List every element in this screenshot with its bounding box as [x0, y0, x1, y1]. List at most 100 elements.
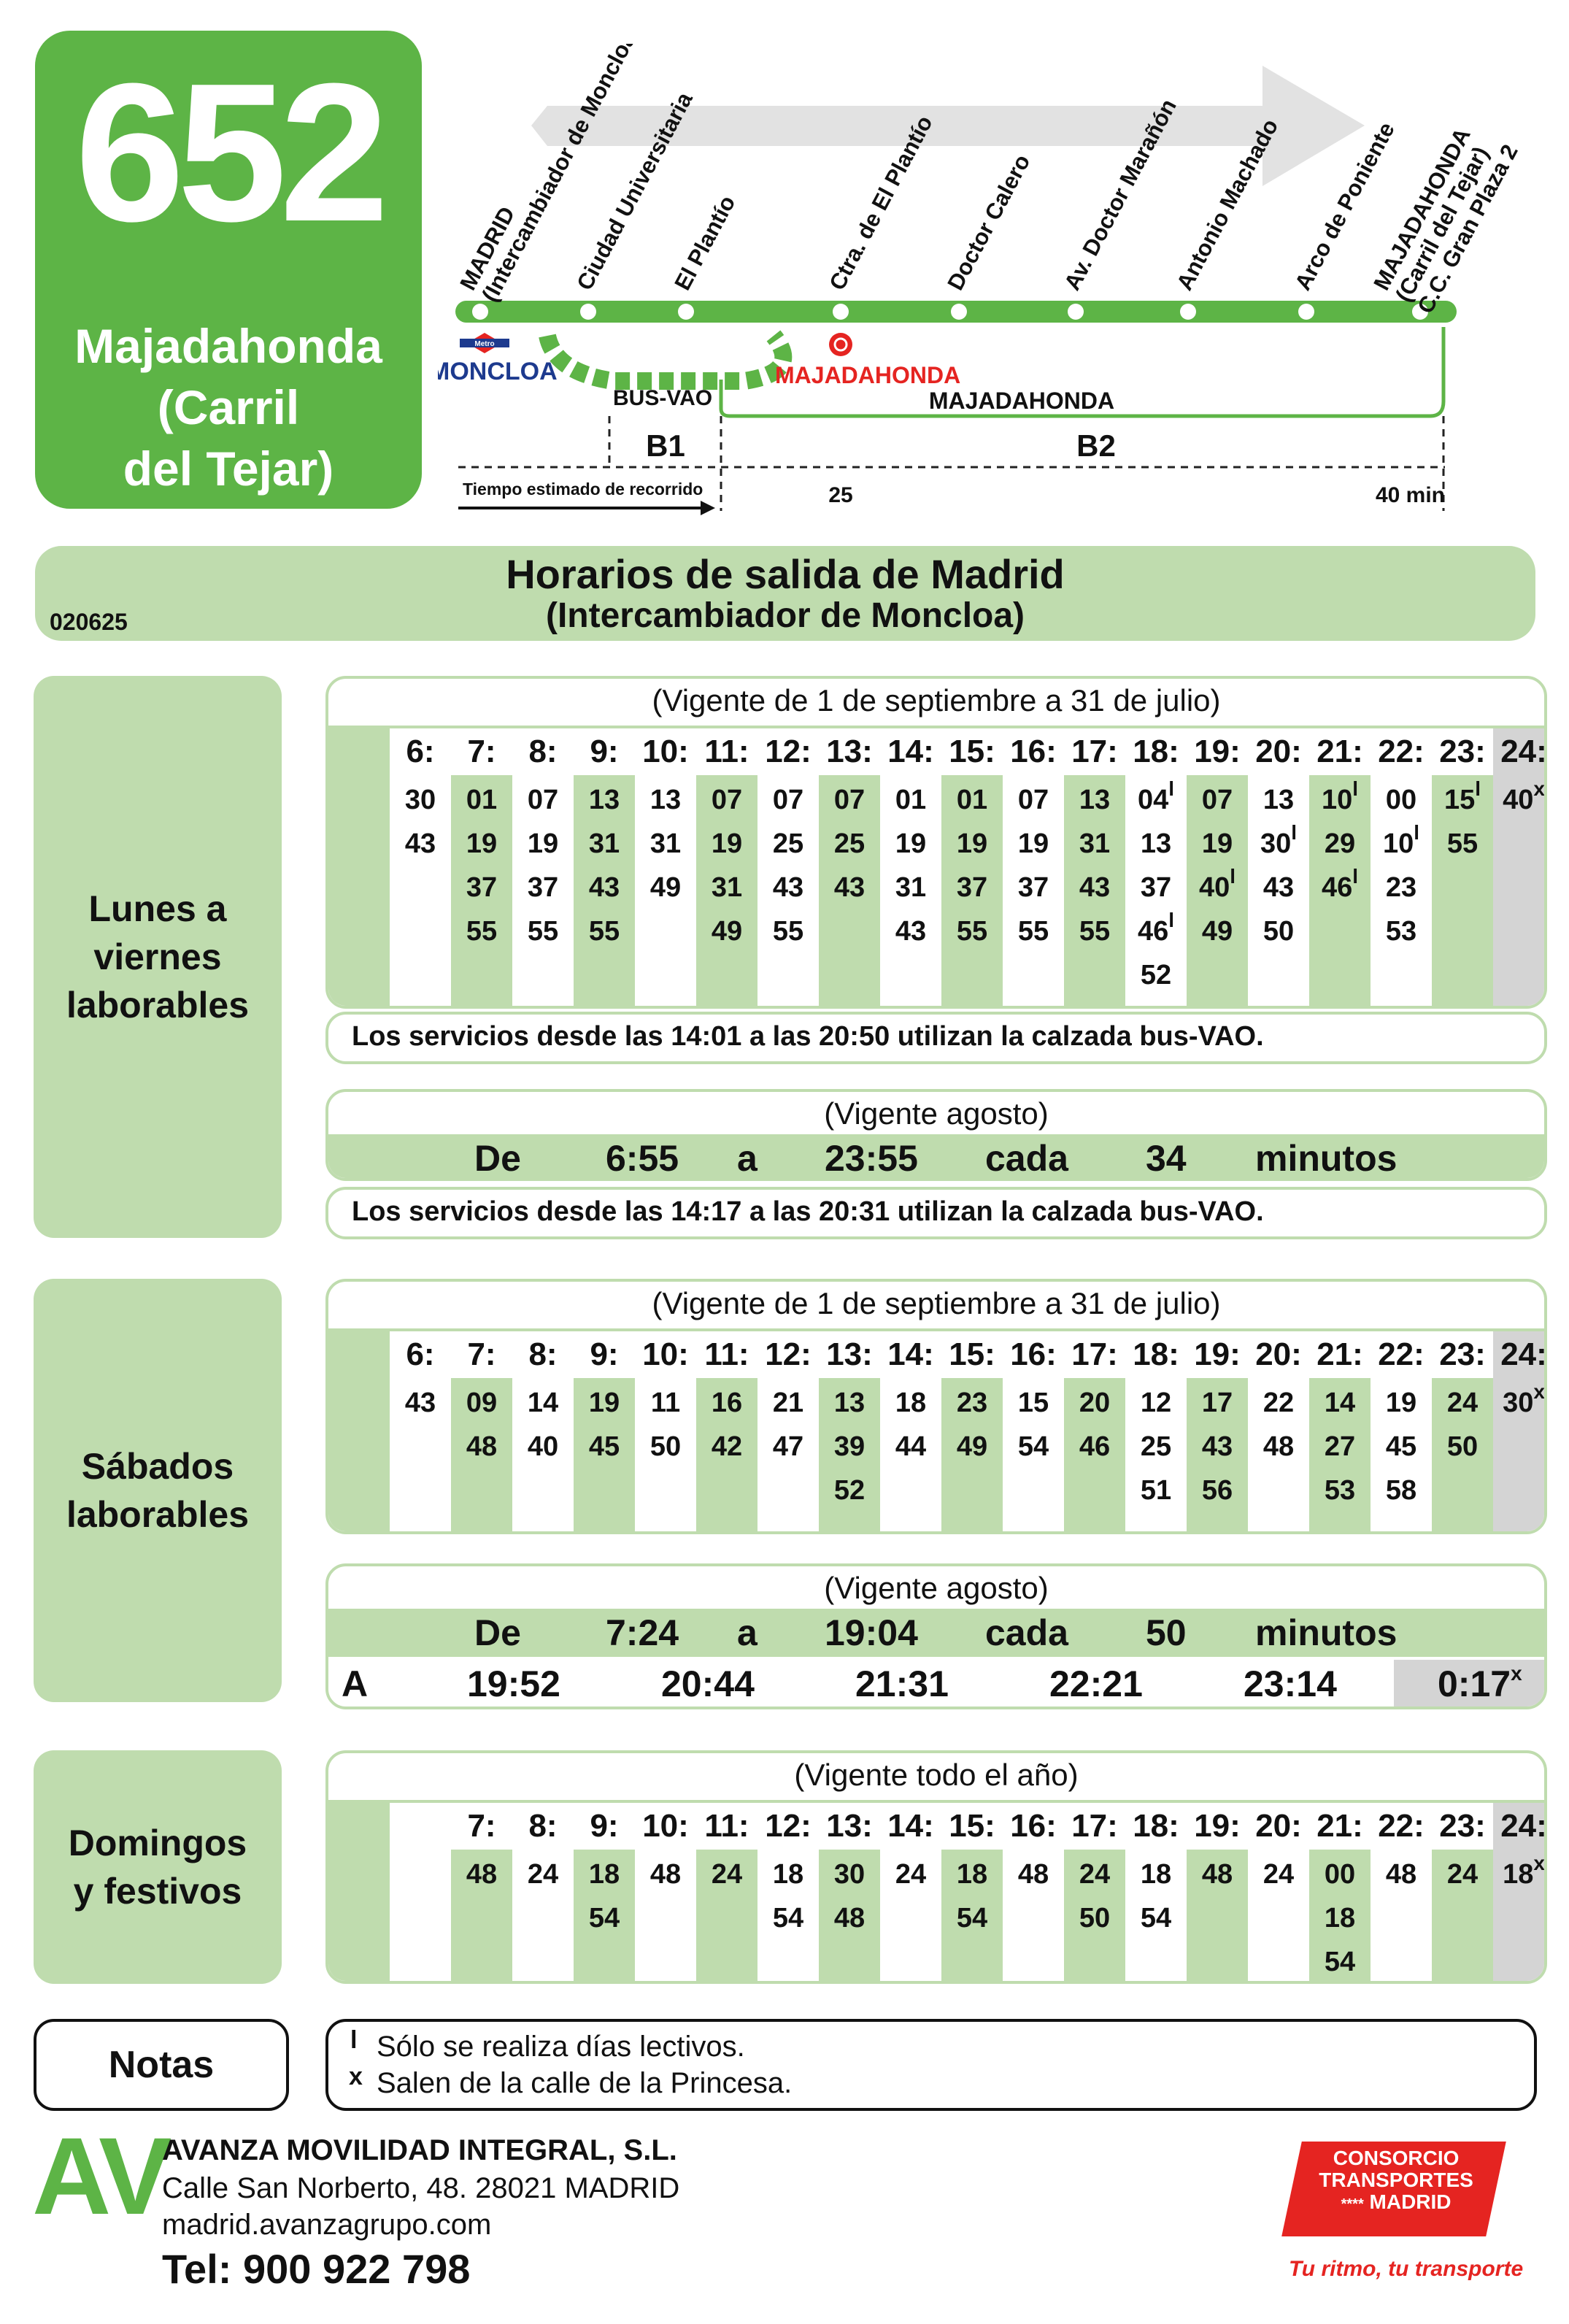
departure-minute: 42: [711, 1431, 743, 1462]
departure-minute: 07: [833, 785, 866, 815]
departure-minute: 49: [649, 872, 682, 903]
departure-minute: 04l: [1137, 777, 1175, 816]
weekday-august-frequency: De 6:55 a 23:55 cada 34 minutos: [328, 1134, 1544, 1178]
company-web[interactable]: madrid.avanzagrupo.com: [162, 2209, 492, 2241]
departure-minute: 54: [1324, 1947, 1356, 1977]
metro-icon: Metro: [460, 333, 509, 353]
sunday-hour-column: 19:48: [1187, 1803, 1248, 1981]
hour-label: 19:: [1187, 728, 1248, 775]
departure-minute: 24: [1446, 1859, 1479, 1890]
departure-minute: 19: [956, 828, 988, 859]
hour-label: 7:: [451, 728, 512, 775]
note-x-text: Salen de la calle de la Princesa.: [377, 2067, 793, 2099]
departure-minute: 19: [588, 1388, 620, 1418]
stop-dot: [833, 304, 849, 320]
sunday-hour-column: 22:48: [1371, 1803, 1432, 1981]
departure-minute: 18: [895, 1388, 927, 1418]
svg-text:Metro: Metro: [474, 340, 494, 348]
stop-dot: [580, 304, 596, 320]
departure-minute: 48: [1262, 1431, 1295, 1462]
departure-minute: 55: [1446, 828, 1479, 859]
departure-minute: 24: [1079, 1859, 1111, 1890]
hour-label: 24:: [1493, 1803, 1544, 1850]
hour-label: 7:: [451, 1331, 512, 1378]
departure-minute: 13: [1079, 785, 1111, 815]
hour-label: 17:: [1064, 1803, 1125, 1850]
hour-label: 12:: [757, 1803, 819, 1850]
stop-dots: [472, 304, 1428, 320]
departure-minute: 54: [1140, 1903, 1172, 1934]
departure-minute: 43: [1201, 1431, 1233, 1462]
departure-minute: 11: [650, 1388, 681, 1418]
departure-minute: 24: [711, 1859, 743, 1890]
departure-minute: 49: [1201, 916, 1233, 947]
departure-minute: 19: [1385, 1388, 1417, 1418]
departure-minute: 50: [649, 1431, 682, 1462]
hour-label: 11:: [696, 1803, 757, 1850]
hour-label: 17:: [1064, 1331, 1125, 1378]
stop-dot: [678, 304, 694, 320]
schedule-subtitle: (Intercambiador de Moncloa): [545, 596, 1025, 635]
schedule-title: Horarios de salida de Madrid: [506, 551, 1065, 597]
weekday-note: Los servicios desde las 14:01 a las 20:5…: [325, 1012, 1547, 1064]
hour-label: 15:: [941, 1331, 1003, 1378]
departure-minute: 40: [527, 1431, 559, 1462]
departure-minute: 50: [1262, 916, 1295, 947]
departure-minute: 46l: [1321, 865, 1359, 904]
departure-minute: 43: [588, 872, 620, 903]
departure-minute: 39: [833, 1431, 866, 1462]
saturday-validity: (Vigente de 1 de septiembre a 31 de juli…: [652, 1286, 1221, 1320]
company-phone[interactable]: Tel: 900 922 798: [162, 2246, 471, 2292]
departure-minute: 53: [1324, 1475, 1356, 1506]
departure-minute: 31: [588, 828, 620, 859]
stop-dot: [1298, 304, 1314, 320]
stop-dot: [1412, 304, 1428, 320]
departure-minute: 25: [1140, 1431, 1172, 1462]
departure-minute: 25: [772, 828, 804, 859]
departure-minute: 45: [1385, 1431, 1417, 1462]
time-end: 40 min: [1376, 483, 1445, 507]
departure-minute: 54: [772, 1903, 804, 1934]
departure-minute: 43: [404, 828, 436, 859]
departure-minute: 13: [649, 785, 682, 815]
busvao-path: [539, 330, 793, 390]
hour-label: 23:: [1432, 1803, 1493, 1850]
sunday-hour-column: 20:24: [1248, 1803, 1309, 1981]
departure-minute: 23: [1385, 872, 1417, 903]
departure-minute: 07: [1017, 785, 1049, 815]
departure-minute: 55: [772, 916, 804, 947]
direction-arrow: [531, 66, 1365, 186]
departure-minute: 07: [1201, 785, 1233, 815]
departure-minute: 18: [1140, 1859, 1172, 1890]
saturday-hour-column: 6:43: [390, 1331, 451, 1531]
departure-minute: 18: [956, 1859, 988, 1890]
departure-minute: 48: [1385, 1859, 1417, 1890]
departure-minute: 01: [956, 785, 988, 815]
departure-minute: 07: [711, 785, 743, 815]
sunday-validity: (Vigente todo el año): [794, 1758, 1079, 1792]
departure-minute: 53: [1385, 916, 1417, 947]
stop-dot: [1180, 304, 1196, 320]
majadahonda-zone-label: MAJADAHONDA: [929, 388, 1114, 414]
saturday-timetable: (Vigente de 1 de septiembre a 31 de juli…: [325, 1279, 1547, 1534]
departure-minute: 13: [1140, 828, 1172, 859]
hour-label: 21:: [1309, 728, 1371, 775]
departure-minute: 31: [1079, 828, 1111, 859]
departure-minute: 55: [588, 916, 620, 947]
departure-minute: 37: [1140, 872, 1172, 903]
majadahonda-red-label: MAJADAHONDA: [775, 362, 960, 388]
ctm-slogan: Tu ritmo, tu transporte: [1289, 2257, 1524, 2281]
departure-minute: 49: [956, 1431, 988, 1462]
